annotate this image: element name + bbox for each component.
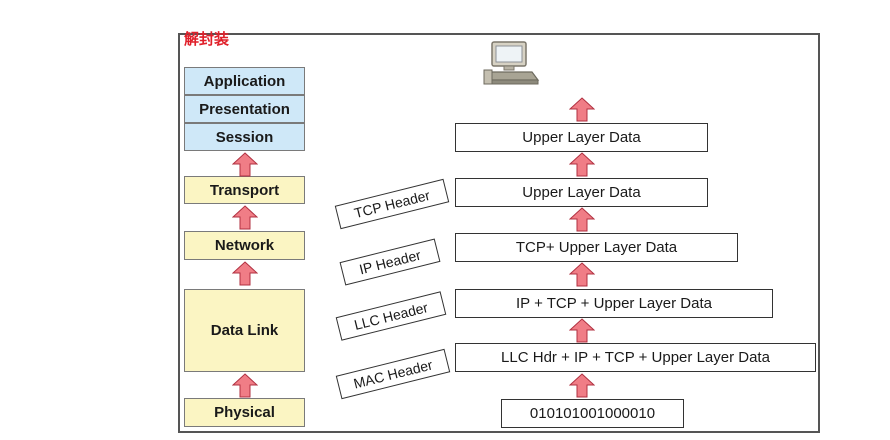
up-arrow-icon — [232, 373, 258, 398]
data-unit-bits: 010101001000010 — [501, 399, 684, 428]
layer-presentation: Presentation — [184, 95, 305, 123]
data-unit-tcp-segment: TCP+ Upper Layer Data — [455, 233, 738, 262]
up-arrow-icon — [232, 205, 258, 230]
up-arrow-icon — [569, 97, 595, 122]
up-arrow-icon — [569, 373, 595, 398]
up-arrow-icon — [569, 262, 595, 287]
up-arrow-icon — [569, 207, 595, 232]
data-unit-upper-layer-data-top: Upper Layer Data — [455, 123, 708, 152]
up-arrow-icon — [569, 318, 595, 343]
data-unit-upper-layer-data: Upper Layer Data — [455, 178, 708, 207]
layer-physical: Physical — [184, 398, 305, 427]
layer-transport: Transport — [184, 176, 305, 204]
data-unit-llc-frame: LLC Hdr + IP + TCP + Upper Layer Data — [455, 343, 816, 372]
up-arrow-icon — [232, 261, 258, 286]
layer-data-link: Data Link — [184, 289, 305, 372]
layer-session: Session — [184, 123, 305, 151]
up-arrow-icon — [232, 152, 258, 177]
up-arrow-icon — [569, 152, 595, 177]
layer-network: Network — [184, 231, 305, 260]
data-unit-ip-packet: IP + TCP + Upper Layer Data — [455, 289, 773, 318]
computer-icon — [483, 41, 540, 85]
layer-application: Application — [184, 67, 305, 95]
diagram-title: 解封装 — [184, 30, 230, 48]
